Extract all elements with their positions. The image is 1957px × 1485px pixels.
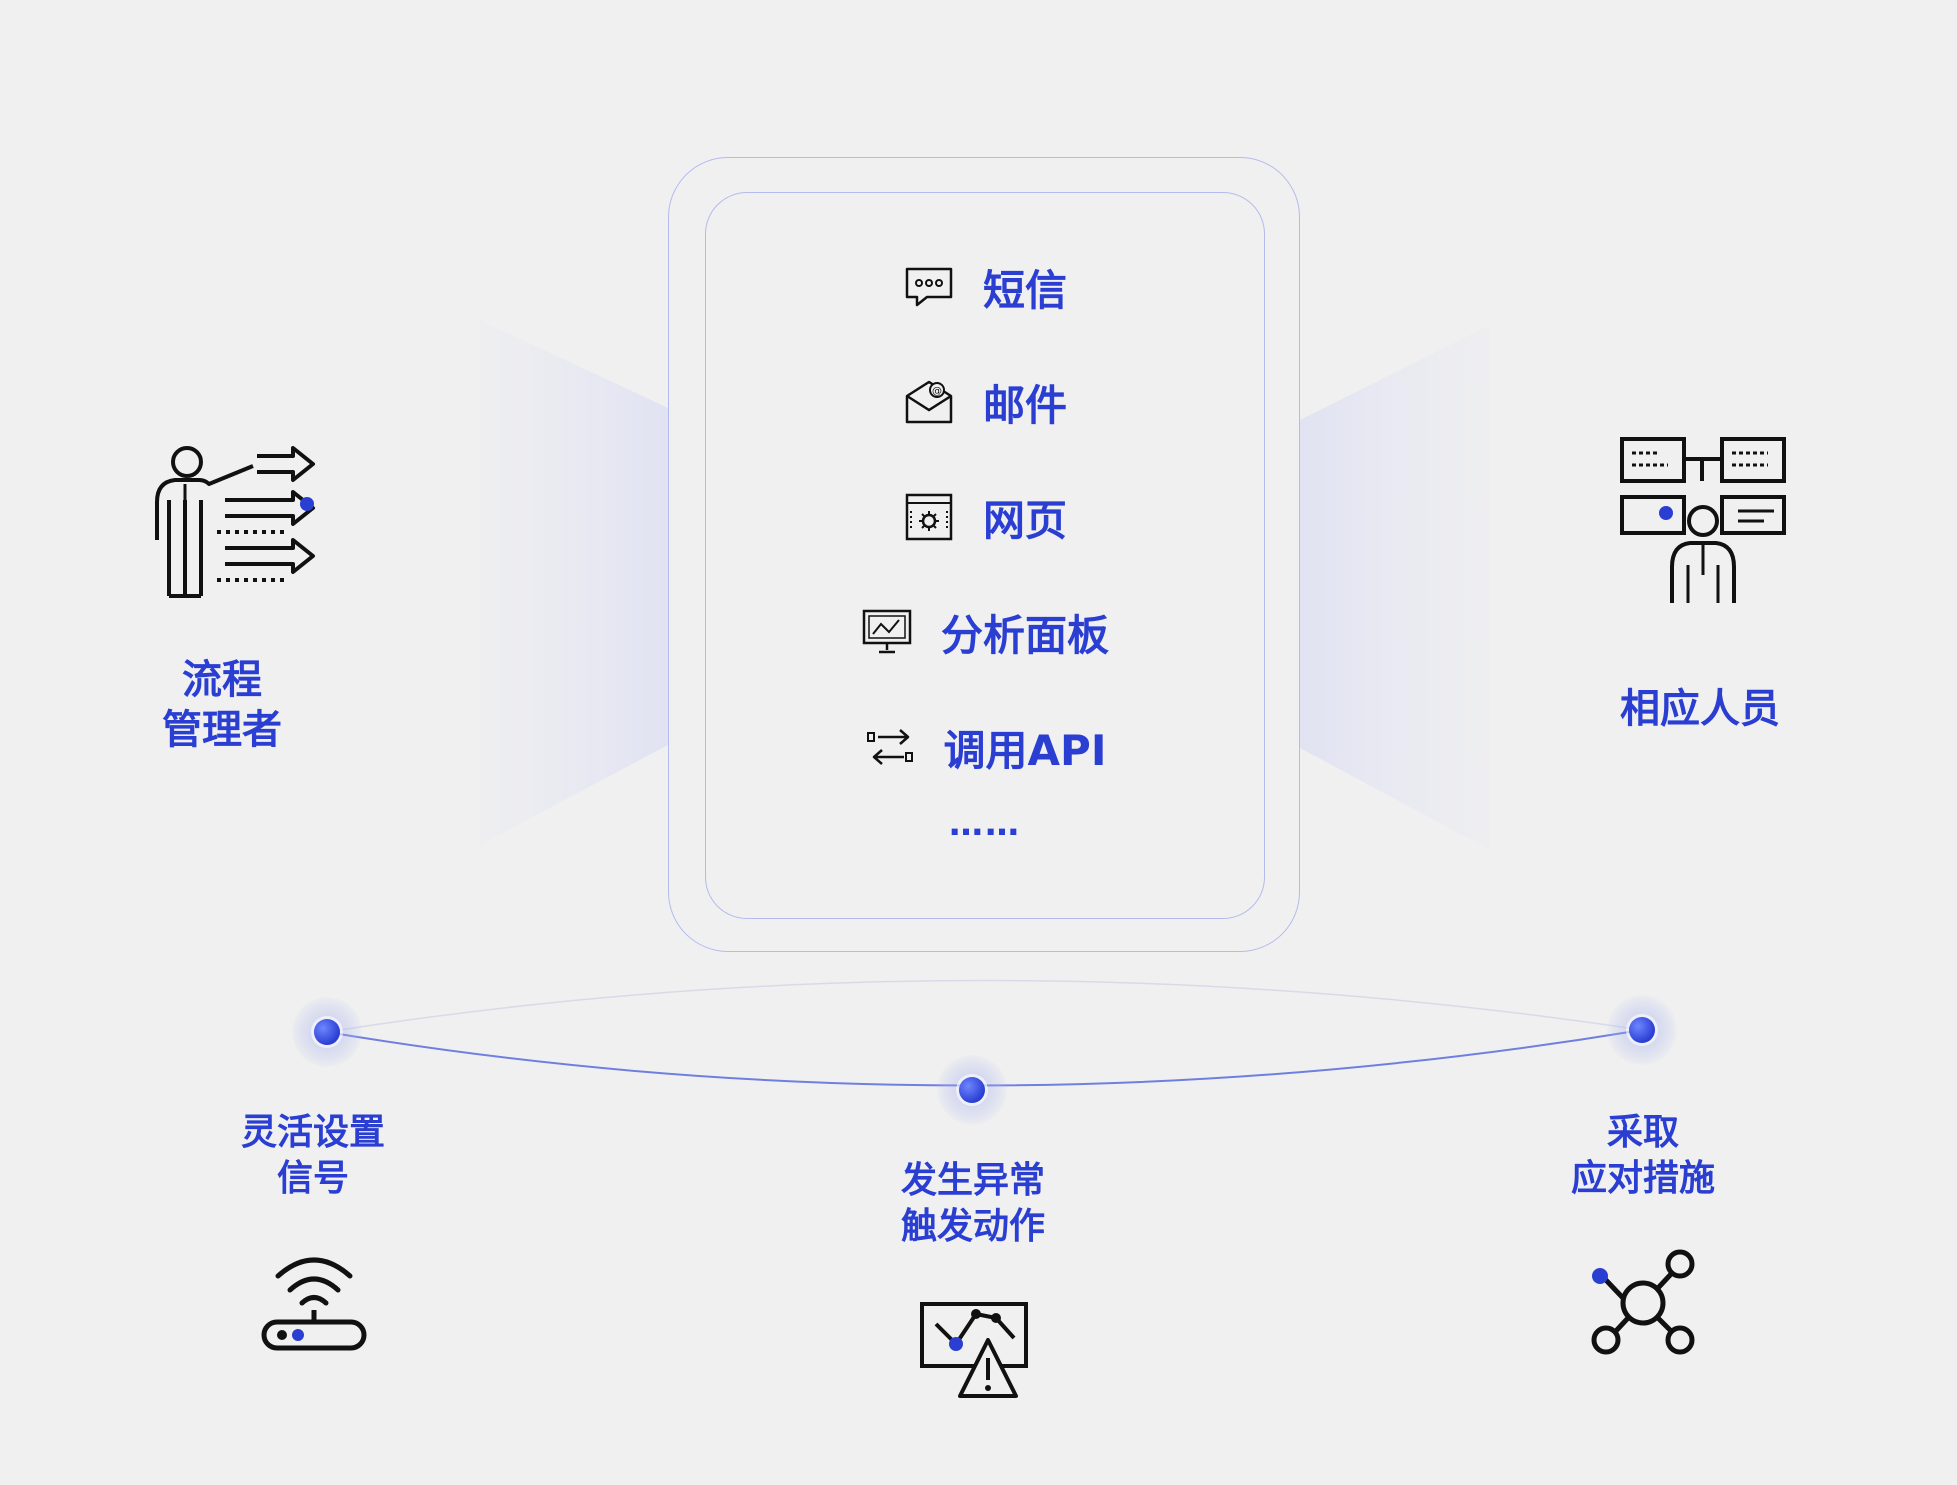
channel-card-inner <box>705 192 1265 919</box>
channel-row-webpage[interactable]: 网页 <box>705 482 1265 552</box>
channel-row-email[interactable]: @ 邮件 <box>705 367 1265 437</box>
email-envelope-icon: @ <box>905 380 953 424</box>
orbit-node-left <box>292 997 362 1067</box>
chat-bubble-icon <box>905 267 953 307</box>
webpage-gear-icon <box>905 493 953 541</box>
person-network-icon <box>1620 437 1786 603</box>
router-wifi-icon <box>261 1257 367 1351</box>
stage-label-trigger-line2: 触发动作 <box>900 1206 1045 1247</box>
channel-label-webpage: 网页 <box>982 495 1067 545</box>
actor-label-manager-line1: 流程 <box>182 657 262 703</box>
network-nodes-icon <box>1591 1249 1695 1355</box>
stage-label-signal: 灵活设置 信号 <box>183 1110 443 1202</box>
channel-row-api[interactable]: 调用API <box>705 712 1265 782</box>
orbit-back-line <box>326 979 1643 1033</box>
stage-label-trigger: 发生异常 触发动作 <box>843 1158 1103 1250</box>
presenter-arrows-icon <box>155 446 315 598</box>
svg-text:@: @ <box>932 386 942 397</box>
actor-label-manager: 流程 管理者 <box>92 655 352 755</box>
channel-label-email: 邮件 <box>982 380 1067 430</box>
swap-arrows-icon <box>866 729 913 765</box>
stage-label-response-line1: 采取 <box>1606 1112 1679 1153</box>
actor-label-manager-line2: 管理者 <box>162 707 282 753</box>
orbit-node-right <box>1607 995 1677 1065</box>
channel-label-dashboard: 分析面板 <box>940 610 1109 660</box>
stage-label-trigger-line1: 发生异常 <box>900 1160 1045 1201</box>
actor-label-responders: 相应人员 <box>1620 686 1780 732</box>
orbit-node-center <box>937 1055 1007 1125</box>
monitor-chart-icon <box>862 609 912 654</box>
stage-label-response-line2: 应对措施 <box>1570 1158 1715 1199</box>
stage-label-signal-line1: 灵活设置 <box>240 1112 385 1153</box>
channel-row-dashboard[interactable]: 分析面板 <box>705 597 1265 667</box>
stage-label-response: 采取 应对措施 <box>1513 1110 1773 1202</box>
stage-label-signal-line2: 信号 <box>276 1158 349 1199</box>
chart-warning-icon <box>920 1302 1028 1398</box>
channel-list: 短信 @ 邮件 网页 分析面板 <box>705 192 1265 919</box>
left-projection <box>480 320 668 845</box>
channel-card-outer <box>668 157 1300 952</box>
channel-label-sms: 短信 <box>982 265 1067 315</box>
channel-ellipsis: …… <box>949 804 1021 844</box>
channel-label-api: 调用API <box>943 725 1107 775</box>
right-projection <box>1300 325 1490 850</box>
channel-row-sms[interactable]: 短信 <box>705 252 1265 322</box>
